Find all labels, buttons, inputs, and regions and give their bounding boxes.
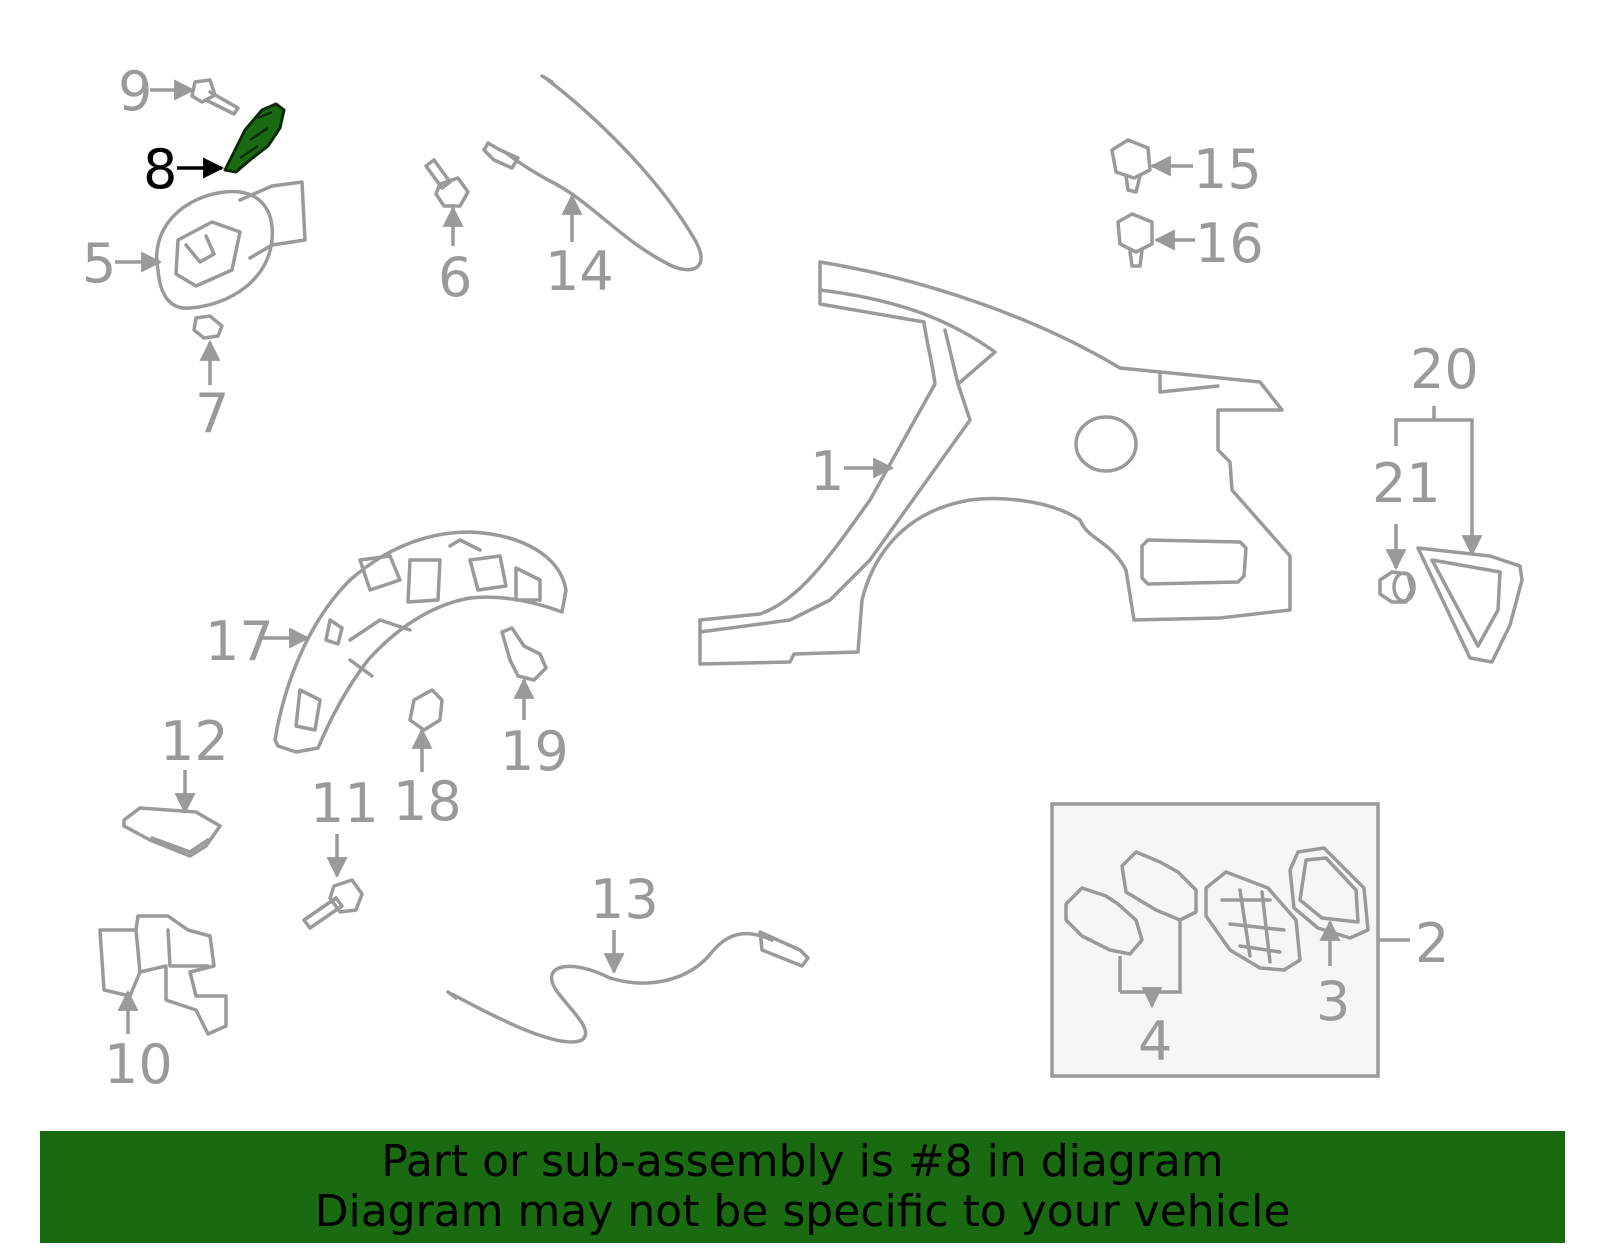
label-12: 12 [160,710,229,773]
part-10-bracket[interactable] [98,914,228,1036]
part-6-bolt[interactable] [424,158,470,208]
label-5: 5 [82,232,116,295]
label-15: 15 [1193,138,1262,201]
part-18-nut[interactable] [408,688,444,732]
label-19: 19 [500,720,569,783]
part-8-fuel-door-hinge[interactable] [223,102,286,174]
part-7-clip[interactable] [192,314,224,340]
banner-line-2: Diagram may not be specific to your vehi… [314,1186,1291,1237]
part-19-clip[interactable] [500,626,548,682]
label-20: 20 [1410,338,1479,401]
part-1-quarter-panel[interactable] [698,260,1292,666]
label-21: 21 [1372,452,1441,515]
part-13-cable[interactable] [446,930,810,1044]
label-2: 2 [1415,912,1449,975]
part-16-clip[interactable] [1116,212,1154,268]
part-17-wheel-liner[interactable] [273,530,568,754]
part-4-pads[interactable] [1064,850,1198,956]
label-8: 8 [143,138,177,201]
part-2-housing[interactable] [1204,870,1302,972]
label-9: 9 [118,60,152,123]
label-11: 11 [310,772,379,835]
part-14-release-cable[interactable] [482,74,703,272]
part-12-cap[interactable] [122,806,222,858]
label-7: 7 [195,382,229,445]
part-20-trim[interactable] [1416,546,1524,664]
part-9-bolt[interactable] [190,78,240,116]
part-15-clip[interactable] [1110,138,1152,194]
part-21-clip[interactable] [1378,570,1416,604]
label-18: 18 [393,770,462,833]
label-17: 17 [205,610,274,673]
part-11-bolt[interactable] [302,878,364,930]
label-4: 4 [1138,1010,1172,1073]
label-1: 1 [810,440,844,503]
info-banner: Part or sub-assembly is #8 in diagram Di… [40,1131,1565,1243]
label-14: 14 [545,240,614,303]
part-5-fuel-door-housing[interactable] [155,180,307,310]
label-10: 10 [104,1033,173,1096]
label-16: 16 [1195,212,1264,275]
banner-line-1: Part or sub-assembly is #8 in diagram [381,1136,1224,1187]
label-3: 3 [1316,970,1350,1033]
label-6: 6 [438,246,472,309]
part-3-seal[interactable] [1288,846,1370,940]
leader-4 [1118,918,1182,1006]
label-13: 13 [590,868,659,931]
